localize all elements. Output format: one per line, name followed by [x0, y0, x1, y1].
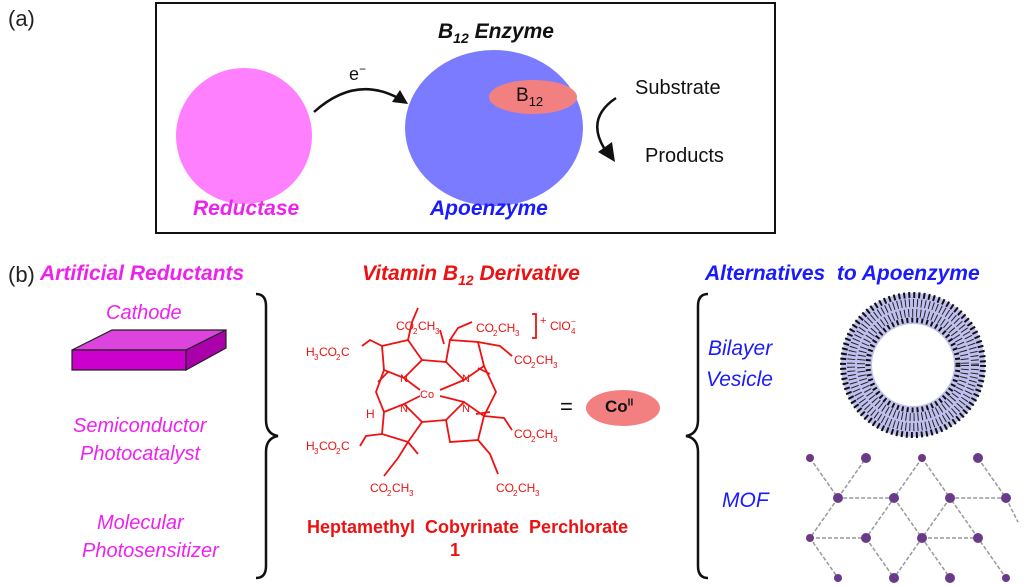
- electron-arrow: [313, 87, 408, 113]
- electron-label: e−: [349, 62, 367, 84]
- svg-text:CH: CH: [518, 481, 535, 495]
- svg-text:2: 2: [387, 489, 392, 498]
- reductase-label: Reductase: [193, 197, 300, 220]
- vesicle-label-line1: Bilayer: [708, 337, 773, 360]
- svg-text:CH: CH: [418, 319, 435, 333]
- svg-text:+: +: [540, 315, 546, 327]
- svg-text:3: 3: [553, 435, 558, 444]
- cathode-slab: [71, 329, 227, 372]
- svg-text:3: 3: [535, 489, 540, 498]
- panel-a-label: (a): [8, 6, 35, 31]
- vesicle-label-line2: Vesicle: [706, 368, 773, 391]
- substrate-label: Substrate: [635, 77, 721, 99]
- svg-text:ClO: ClO: [550, 319, 571, 333]
- artificial-reductants-heading: Artificial Reductants: [40, 262, 245, 285]
- svg-text:N: N: [462, 373, 470, 385]
- bilayer-vesicle: [840, 292, 986, 438]
- svg-text:Co: Co: [420, 389, 434, 401]
- svg-text:3: 3: [435, 327, 440, 336]
- svg-text:3: 3: [314, 447, 319, 456]
- vitamin-b12-heading: Vitamin B12 Derivative: [362, 262, 580, 289]
- svg-text:CO: CO: [476, 321, 494, 335]
- svg-text:CO: CO: [370, 481, 388, 495]
- svg-text:2: 2: [336, 447, 341, 456]
- svg-text:2: 2: [531, 435, 536, 444]
- svg-text:CO: CO: [319, 345, 337, 359]
- panel-a-frame: [155, 2, 776, 234]
- mof-network: [806, 453, 1019, 583]
- photosensitizer-label: Photosensitizer: [82, 540, 219, 562]
- svg-text:C: C: [341, 345, 350, 359]
- svg-text:CO: CO: [514, 353, 532, 367]
- svg-text:CO: CO: [496, 481, 514, 495]
- semiconductor-label: Semiconductor: [73, 415, 207, 437]
- svg-text:3: 3: [553, 361, 558, 370]
- molecular-label: Molecular: [97, 512, 184, 534]
- svg-text:N: N: [400, 373, 408, 385]
- left-brace-right: [685, 292, 709, 580]
- svg-text:3: 3: [314, 353, 319, 362]
- substrate-product-arrow: [596, 96, 617, 162]
- svg-text:3: 3: [515, 329, 520, 338]
- svg-text:H: H: [306, 345, 315, 359]
- svg-text:N: N: [462, 403, 470, 415]
- svg-text:CO: CO: [514, 427, 532, 441]
- svg-text:3: 3: [409, 489, 414, 498]
- svg-text:CO: CO: [319, 439, 337, 453]
- svg-text:CO: CO: [396, 319, 414, 333]
- svg-text:CH: CH: [536, 427, 553, 441]
- equals-sign: =: [560, 394, 573, 419]
- svg-text:2: 2: [531, 361, 536, 370]
- svg-text:CH: CH: [392, 481, 409, 495]
- svg-text:−: −: [571, 317, 576, 326]
- compound-name: Heptamethyl Cobyrinate Perchlorate: [307, 517, 629, 537]
- svg-text:C: C: [341, 439, 350, 453]
- co-ii-ellipse: [586, 390, 660, 426]
- photocatalyst-label: Photocatalyst: [80, 443, 201, 465]
- svg-text:N: N: [400, 403, 408, 415]
- svg-text:H: H: [306, 439, 315, 453]
- svg-text:CH: CH: [498, 321, 515, 335]
- b12-enzyme-title: B12 Enzyme: [438, 20, 554, 47]
- alternatives-heading: Alternatives to Apoenzyme: [705, 262, 980, 285]
- svg-text:CH: CH: [536, 353, 553, 367]
- panel-b-label: (b): [8, 262, 35, 287]
- b12-cofactor-ellipse: [489, 80, 577, 114]
- reductase-circle: [176, 68, 312, 204]
- products-label: Products: [645, 145, 724, 167]
- mof-label: MOF: [722, 489, 769, 512]
- cathode-label: Cathode: [106, 302, 182, 324]
- svg-text:4: 4: [571, 327, 576, 336]
- apoenzyme-circle: [405, 50, 583, 206]
- b12-cofactor-label: B12: [516, 85, 544, 109]
- svg-text:2: 2: [413, 327, 418, 336]
- svg-text:2: 2: [493, 329, 498, 338]
- right-brace-left: [255, 292, 279, 580]
- compound-number: 1: [450, 540, 461, 560]
- svg-text:H: H: [366, 407, 375, 421]
- co-ii-label: CoII: [605, 397, 634, 416]
- apoenzyme-label: Apoenzyme: [430, 197, 548, 220]
- svg-text:2: 2: [336, 353, 341, 362]
- svg-text:2: 2: [513, 489, 518, 498]
